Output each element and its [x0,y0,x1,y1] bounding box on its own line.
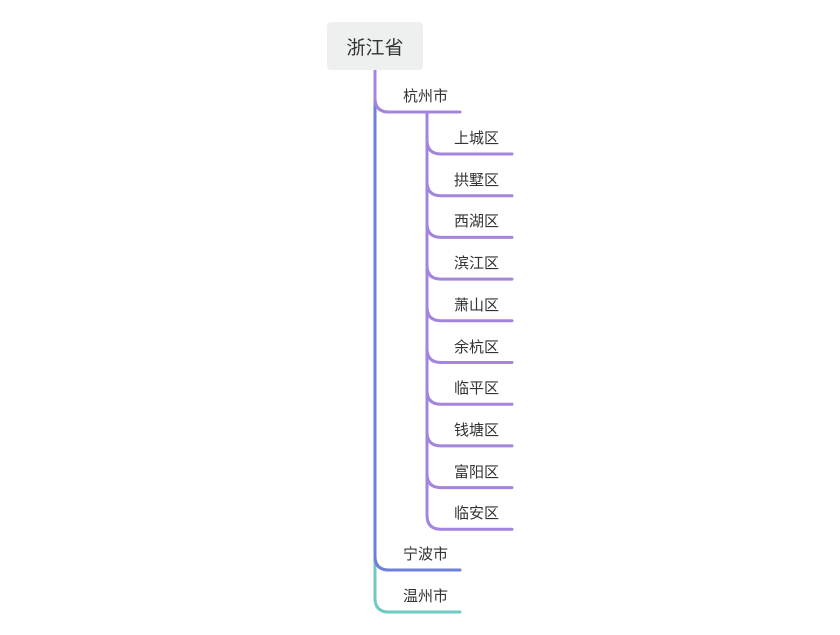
root-node[interactable]: 浙江省 [327,22,423,70]
root-label: 浙江省 [346,36,404,59]
district-node[interactable]: 临平区 [454,379,500,398]
district-node[interactable]: 上城区 [454,129,500,147]
district-node[interactable]: 萧山区 [454,295,500,314]
district-node[interactable]: 临安区 [454,504,500,523]
city-node[interactable]: 杭州市 [403,87,449,105]
city-node[interactable]: 温州市 [403,587,449,605]
city-connector [373,68,462,572]
district-node[interactable]: 拱墅区 [454,170,500,189]
district-node[interactable]: 钱塘区 [454,420,500,439]
district-node[interactable]: 余杭区 [454,337,500,356]
district-node[interactable]: 西湖区 [454,212,500,231]
district-connector [425,110,514,531]
district-node[interactable]: 滨江区 [454,254,500,273]
city-node[interactable]: 宁波市 [403,545,449,563]
city-connector [373,68,462,614]
district-node[interactable]: 富阳区 [454,462,500,481]
city-connector [373,68,462,114]
